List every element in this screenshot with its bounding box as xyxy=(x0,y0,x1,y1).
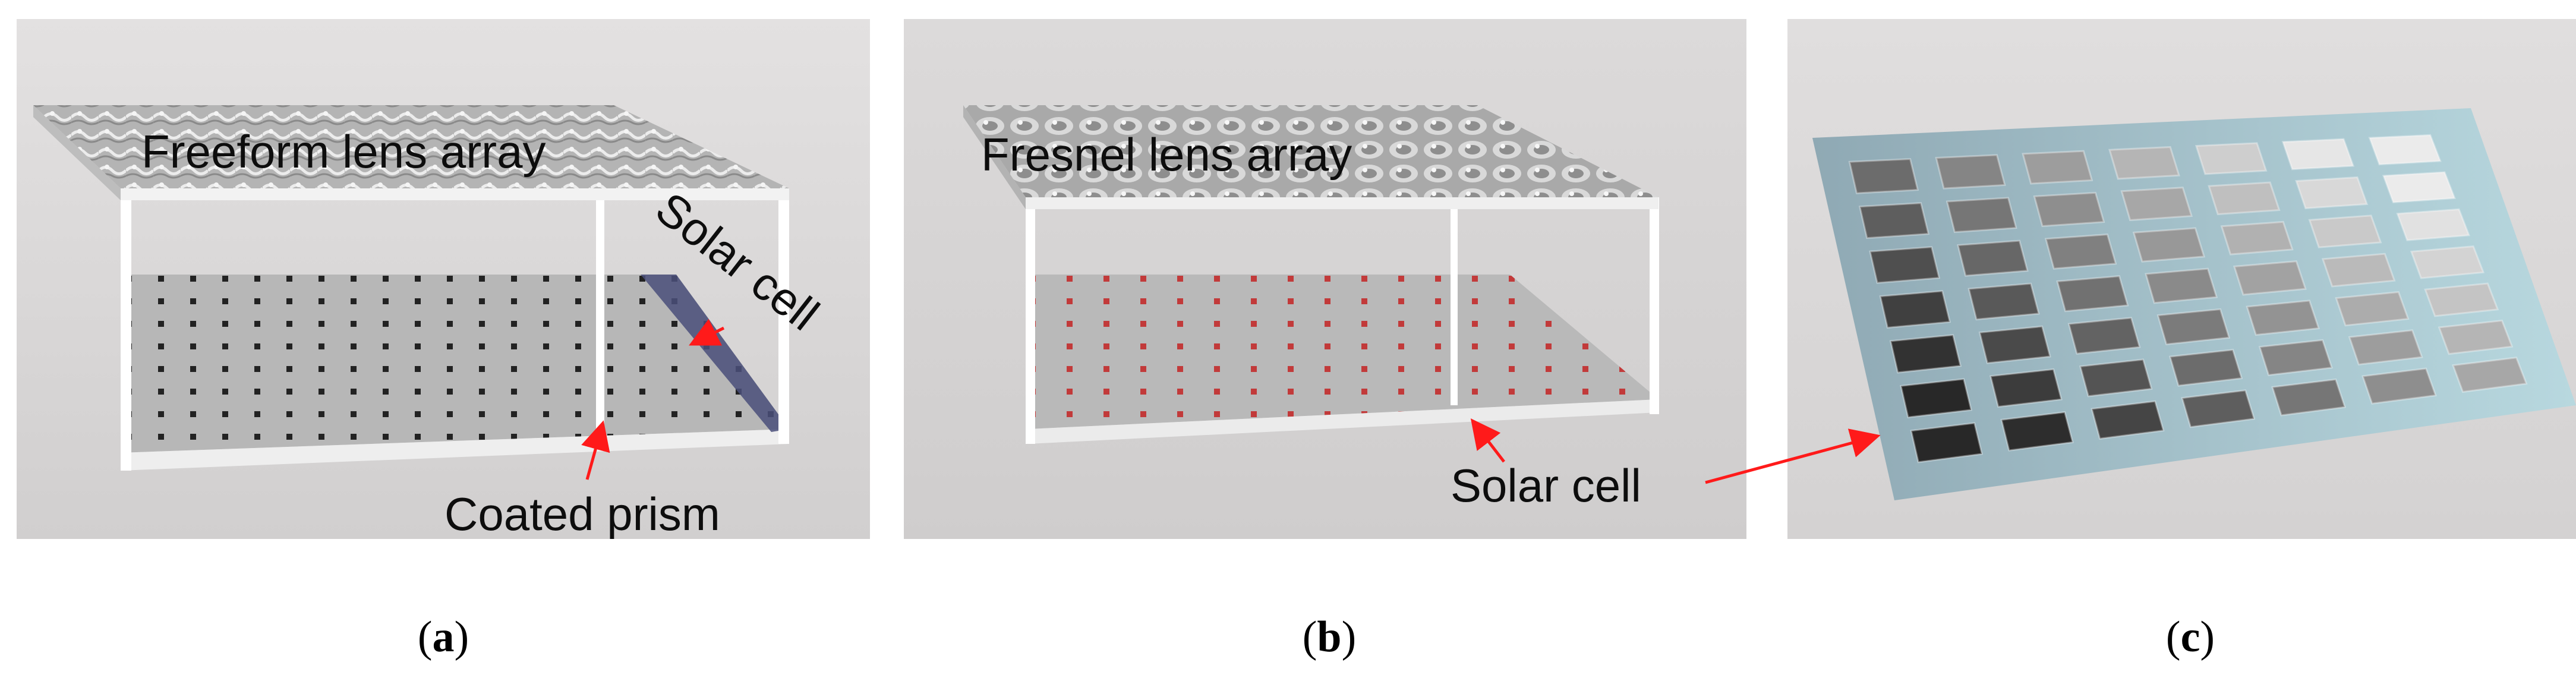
solar-cell-square xyxy=(2361,367,2437,405)
cell-plate xyxy=(121,275,789,453)
solar-cell-square xyxy=(1869,246,1941,284)
solar-cell-square xyxy=(2382,171,2456,204)
freeform-lens-array-plate xyxy=(33,105,789,188)
solar-cell-square xyxy=(2410,245,2485,279)
solar-cell-square xyxy=(2195,142,2268,175)
frame-post xyxy=(1650,197,1659,414)
solar-cell-square xyxy=(1935,154,2006,190)
solar-cell-square xyxy=(1957,239,2029,277)
figure-panel-c xyxy=(1787,19,2576,539)
solar-cell-square xyxy=(2156,308,2231,345)
solar-cell-square xyxy=(2348,329,2423,366)
arrow-solar-cell xyxy=(1470,418,1505,463)
solar-cell-square xyxy=(2233,260,2307,296)
solar-cell-square xyxy=(2044,234,2117,270)
solar-cell-square xyxy=(2281,138,2355,171)
solar-cell-square xyxy=(2108,146,2180,180)
frame-post xyxy=(1451,200,1458,405)
caption-c: (c) xyxy=(2165,613,2215,661)
solar-cell-square xyxy=(2321,253,2396,288)
solar-cell-square xyxy=(1910,422,1984,463)
solar-cell-square xyxy=(2258,339,2333,376)
solar-cell-square xyxy=(2132,227,2206,263)
solar-cell-square xyxy=(2368,134,2442,166)
solar-cell-square xyxy=(2056,275,2129,313)
cell-plate xyxy=(1029,275,1659,429)
solar-cell-square xyxy=(1858,202,1930,239)
label-solar-cell: Solar cell xyxy=(1451,459,1641,512)
solar-cell-square xyxy=(2033,191,2105,228)
caption-b: (b) xyxy=(1302,613,1357,661)
figure-panel-b: Fresnel lens array Solar cell xyxy=(904,19,1746,539)
caption-a: (a) xyxy=(417,613,469,661)
solar-cell-grid xyxy=(1848,134,2528,463)
solar-cell-square xyxy=(2091,400,2165,440)
panel-c-illustration xyxy=(1787,19,2576,539)
frame-post xyxy=(596,197,604,432)
solar-cell-square xyxy=(1879,290,1951,329)
solar-cell-square xyxy=(1900,378,1973,418)
solar-cell-square xyxy=(2308,215,2382,248)
solar-cell-square xyxy=(1848,158,1919,194)
solar-cell-square xyxy=(2438,319,2514,355)
solar-cell-square xyxy=(2452,357,2528,393)
solar-cell-square xyxy=(2181,389,2256,428)
arrow-solar-cell xyxy=(689,318,725,346)
solar-cell-square xyxy=(2208,181,2281,216)
solar-cell-square xyxy=(1989,368,2063,408)
solar-cell-square xyxy=(2295,176,2369,210)
side-solar-cell-strip xyxy=(641,275,789,432)
frame-post xyxy=(778,188,789,444)
solar-cell-square xyxy=(2022,150,2093,185)
label-fresnel-lens-array: Fresnel lens array xyxy=(981,128,1352,181)
solar-cell-square xyxy=(1946,197,2017,234)
solar-cell-square xyxy=(2168,349,2243,387)
solar-cell-square xyxy=(1968,282,2040,321)
solar-cell-square xyxy=(2424,282,2499,317)
solar-cell-square xyxy=(2067,317,2141,355)
solar-cell-square xyxy=(1889,334,1962,374)
solar-cell-square xyxy=(2271,378,2347,417)
solar-cell-square xyxy=(1978,325,2051,364)
solar-cell-square xyxy=(2335,291,2410,327)
figure-panel-a: Freeform lens array Solar cell Coated pr… xyxy=(17,19,870,539)
arrow-coated-prism xyxy=(581,420,610,480)
solar-cell-square xyxy=(2079,358,2153,398)
label-freeform-lens-array: Freeform lens array xyxy=(141,125,546,178)
label-coated-prism: Coated prism xyxy=(444,488,720,539)
fresnel-lens-array-plate xyxy=(963,105,1659,197)
solar-cell-square xyxy=(2120,187,2193,222)
frame-post xyxy=(121,188,131,471)
solar-cell-square xyxy=(2145,267,2218,304)
panel-a-illustration: Freeform lens array Solar cell Coated pr… xyxy=(17,19,870,539)
solar-cell-square xyxy=(2220,220,2294,256)
panel-b-illustration: Fresnel lens array Solar cell xyxy=(904,19,1746,539)
solar-cell-square xyxy=(2396,208,2471,241)
solar-cell-square xyxy=(2000,411,2074,452)
solar-cell-square xyxy=(2246,299,2320,336)
frame-post xyxy=(1026,197,1035,444)
